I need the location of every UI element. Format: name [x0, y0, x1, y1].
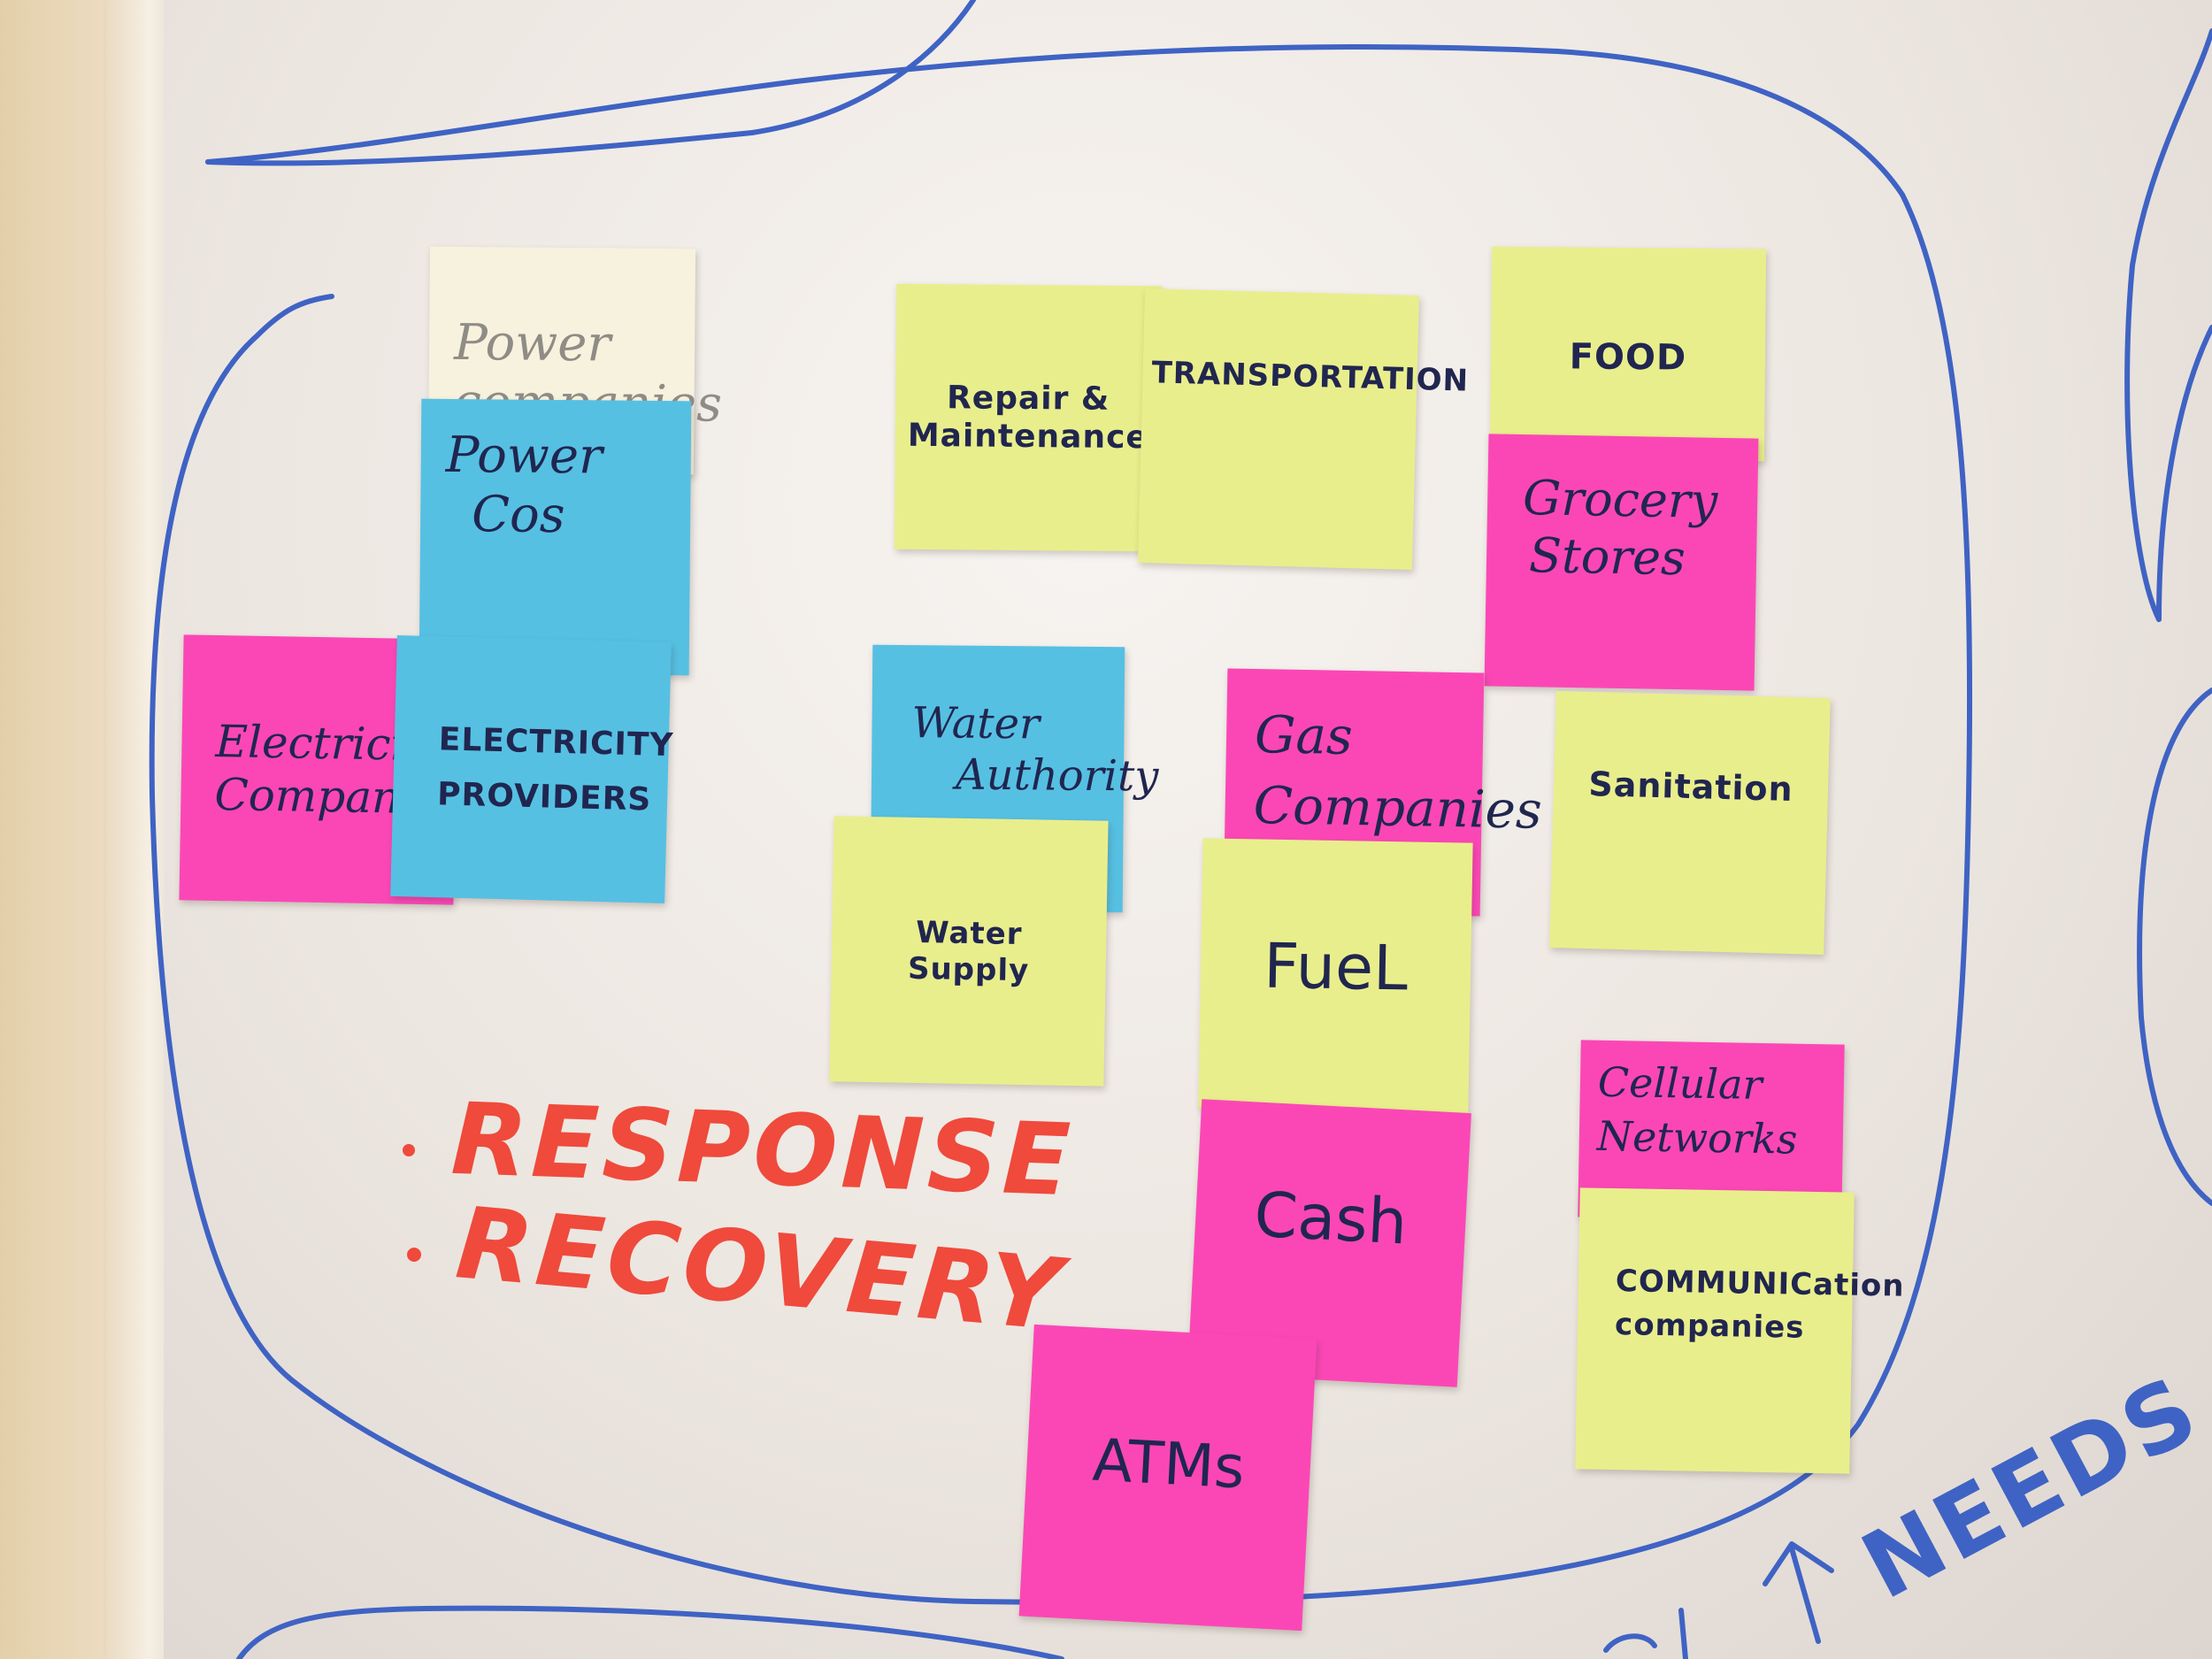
sticky-note-sanitation: Sanitation	[1549, 691, 1830, 955]
note-text: Authority	[911, 749, 1099, 802]
note-text: Cellular	[1597, 1058, 1819, 1111]
note-text: COMMUNICation	[1616, 1263, 1829, 1303]
sticky-note-fuel: FueL	[1198, 838, 1472, 1112]
right-edge-curve-1	[2127, 31, 2212, 619]
needs-arrow	[1765, 1544, 1832, 1641]
note-text: Sanitation	[1578, 764, 1803, 810]
note-text: FOOD	[1516, 335, 1740, 380]
bullet-dot-2	[407, 1248, 421, 1262]
note-text: Water Supply	[856, 914, 1081, 990]
sticky-note-grocery-stores: Grocery Stores	[1485, 434, 1759, 690]
note-text: Cash	[1218, 1176, 1442, 1262]
note-text: Stores	[1522, 527, 1732, 588]
sticky-note-transportation: TRANSPORTATION	[1138, 288, 1419, 570]
right-edge-curve-3	[2139, 690, 2212, 1203]
bullet-dot-1	[403, 1144, 415, 1156]
sticky-note-water-supply: Water Supply	[829, 816, 1108, 1086]
bottom-left-arc	[239, 1609, 1062, 1659]
sticky-note-food: FOOD	[1490, 247, 1766, 462]
sticky-note-electricity-providers: ELECTRICITY PROVIDERS	[390, 635, 672, 903]
sticky-note-communication-companies: COMMUNICation companies	[1575, 1187, 1855, 1473]
sticky-note-repair-maintenance: Repair & Maintenance	[895, 284, 1163, 552]
note-text: ATMs	[1050, 1424, 1287, 1506]
note-text: Grocery	[1523, 470, 1733, 531]
top-line	[208, 0, 973, 163]
note-text: PROVIDERS	[437, 775, 643, 818]
note-text: Companies	[1253, 775, 1457, 841]
note-text: Cos	[445, 485, 666, 546]
note-text: FueL	[1225, 927, 1446, 1005]
sticky-note-atms: ATMs	[1019, 1325, 1317, 1631]
note-text: Maintenance	[904, 417, 1152, 457]
note-text: Power	[446, 426, 667, 487]
right-edge-curve-2	[2159, 327, 2212, 619]
note-text: Repair &	[904, 379, 1152, 419]
sticky-note-power-cos: Power Cos	[419, 399, 692, 676]
note-text: Networks	[1596, 1112, 1818, 1165]
note-text: companies	[1615, 1307, 1828, 1347]
note-text: ELECTRICITY	[438, 721, 644, 764]
note-text: Water	[911, 698, 1099, 750]
partial-mark	[1606, 1610, 1686, 1659]
note-text: Power	[454, 313, 671, 374]
note-text: TRANSPORTATION	[1151, 355, 1409, 397]
note-text: Gas	[1255, 704, 1459, 770]
